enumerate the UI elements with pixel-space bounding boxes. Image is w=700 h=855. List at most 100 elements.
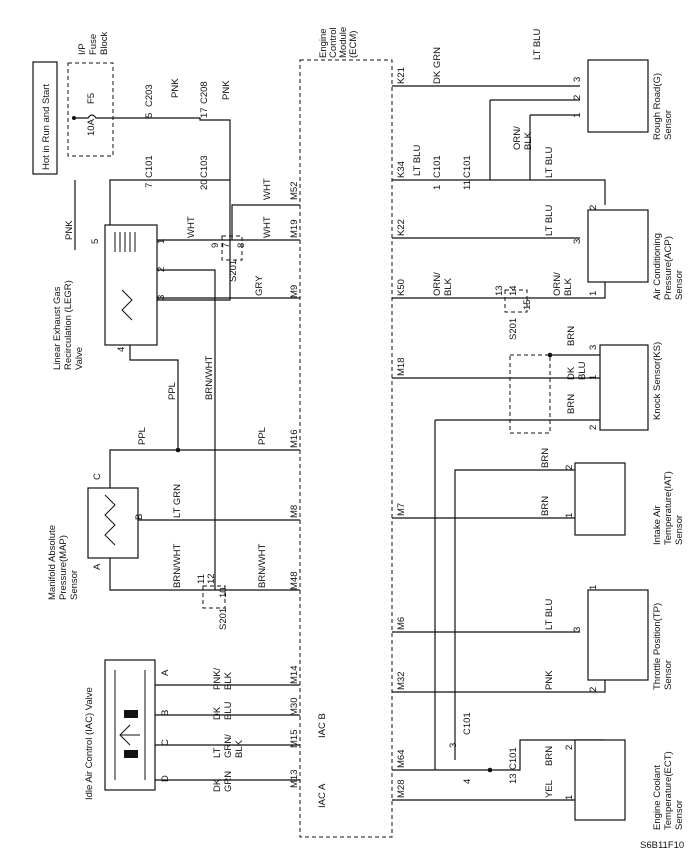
ecm_pins-16-pin: M6 <box>396 617 407 630</box>
splices-s201_low_pins-1: 12 <box>206 573 217 584</box>
wires-lt_grn: LT GRN <box>172 484 183 518</box>
tspan: BLK <box>563 277 574 296</box>
connectors-c101_c: C101 <box>462 712 473 735</box>
tspan: ORN/ <box>552 272 563 296</box>
ecm-line3: Module <box>338 27 349 58</box>
fuse-block-title-2: Fuse <box>88 34 99 55</box>
wires-orn_blk: ORN/BLK <box>552 272 574 296</box>
rough-road-sensor-box <box>587 59 649 133</box>
rect <box>504 289 528 313</box>
ecm_pins-18-pin: M64 <box>396 750 407 768</box>
rect <box>221 235 243 261</box>
tspan: Pressure(ACP) <box>663 236 674 300</box>
pin_labels-ks-2: 2 <box>588 425 599 430</box>
splices-s201_low_pins-2: 10 <box>218 587 229 598</box>
pin_labels-map-1: B <box>134 514 145 520</box>
wires-lt_blu: LT BLU <box>412 145 423 176</box>
pin_labels-legr-3: 3 <box>156 295 167 300</box>
tspan: Pressure(MAP) <box>58 535 69 600</box>
pin_labels-iat-0: 2 <box>564 465 575 470</box>
iac_groups-b: IAC B <box>317 713 328 738</box>
path <box>392 739 605 771</box>
path <box>155 684 300 781</box>
tspan: Sensor <box>674 270 685 300</box>
wires-lt_blu: LT BLU <box>544 205 555 236</box>
splices-s201_mid: S201 <box>508 318 519 340</box>
components-rough: Rough Road(G)Sensor <box>652 73 674 140</box>
splices-s201_mid_pins-2: 15 <box>522 299 533 310</box>
wires-pnk: PNK <box>170 78 181 98</box>
wires-lt_blu: LT BLU <box>544 147 555 178</box>
wires-lt_blu: LT BLU <box>532 29 543 60</box>
map-label: Manifold AbsolutePressure(MAP)Sensor <box>47 525 80 600</box>
wires-lt_grn_blk: LTGRN/BLK <box>212 734 245 758</box>
pin_labels-acp-2: 1 <box>588 291 599 296</box>
wires-brn_wht: BRN/WHT <box>257 543 268 588</box>
connectors-c101_g1: 1 <box>432 185 443 190</box>
tspan: Sensor <box>663 110 674 140</box>
path <box>454 469 575 760</box>
tspan: Recirculation (LEGR) <box>63 280 74 370</box>
tspan: Air Conditioning <box>652 233 663 300</box>
tspan: Sensor <box>674 800 685 830</box>
connectors-c101_b: C101 <box>462 155 473 178</box>
ecm_pins-9-pin: M13 <box>289 770 300 788</box>
ecm_pins-11-pin: K34 <box>396 161 407 178</box>
ecm_pins-19-pin: M28 <box>396 780 407 798</box>
circle <box>72 116 76 120</box>
wires-ppl: PPL <box>257 427 268 445</box>
wires-brn_wht: BRN/WHT <box>172 543 183 588</box>
wires-orn_blk: ORN/BLK <box>512 126 534 150</box>
iat-sensor-box <box>574 462 626 536</box>
circle <box>175 447 181 453</box>
pin_labels-tp-1: 3 <box>572 627 583 632</box>
path <box>157 269 216 590</box>
ecm_pins-0-pin: M52 <box>289 182 300 200</box>
pin_labels-iac-2: C <box>160 739 171 746</box>
pin_labels-ect-0: 2 <box>564 745 575 750</box>
path <box>392 282 606 299</box>
rect <box>509 354 551 434</box>
wires-gry: GRY <box>254 275 265 296</box>
path <box>392 680 606 693</box>
tspan: LT <box>212 747 223 758</box>
wires-ppl: PPL <box>137 427 148 445</box>
path <box>104 494 116 546</box>
wires-dk_blu: DKBLU <box>566 361 588 380</box>
wires-brn: BRN <box>544 746 555 766</box>
wires-yel: YEL <box>544 780 555 798</box>
fuse-id: F5 <box>86 93 97 104</box>
ecm_pins-14-pin: M18 <box>396 358 407 376</box>
splices-s201_top_pins-0: 9 <box>210 243 221 248</box>
components-ks: Knock Sensor(KS) <box>652 342 663 420</box>
ecm-line2: Control <box>328 27 339 58</box>
tspan: Valve <box>74 347 85 370</box>
power-label: Hot in Run and Start <box>41 84 52 170</box>
connectors-c103_pin: 20 <box>199 179 210 190</box>
splices-s201_top_pins-2: 8 <box>236 243 247 248</box>
connectors-c101_d: C101 <box>508 747 519 770</box>
tspan: ORN/ <box>432 272 443 296</box>
tspan: Temperature(IAT) <box>663 471 674 545</box>
tspan: Rough Road(G) <box>652 73 663 140</box>
connectors-c101_a: C101 <box>432 155 443 178</box>
fuse-rating: 10A <box>86 118 97 136</box>
rect <box>202 585 226 609</box>
ecm_pins-15-pin: M7 <box>396 503 407 516</box>
tspan: BLK <box>223 671 234 690</box>
fuse-block-title-3: Block <box>99 32 110 55</box>
wires-brn_wht: BRN/WHT <box>204 355 215 400</box>
tspan: Intake Air <box>652 505 663 545</box>
fuse-block-title-1: I/P <box>77 43 88 55</box>
ecm_pins-8-pin: M15 <box>289 730 300 748</box>
ecm-title: Engine <box>318 28 329 58</box>
path <box>109 558 300 591</box>
connectors-c208: C208 <box>199 81 210 104</box>
ecm_pins-12-pin: K22 <box>396 219 407 236</box>
tspan: BLU <box>223 701 234 720</box>
wires-brn: BRN <box>566 394 577 414</box>
ecm_pins-1-pin: M19 <box>289 220 300 238</box>
tspan: BLK <box>443 277 454 296</box>
ect-sensor-box <box>574 739 626 821</box>
splices-s201_mid_pins-1: 14 <box>508 285 519 296</box>
